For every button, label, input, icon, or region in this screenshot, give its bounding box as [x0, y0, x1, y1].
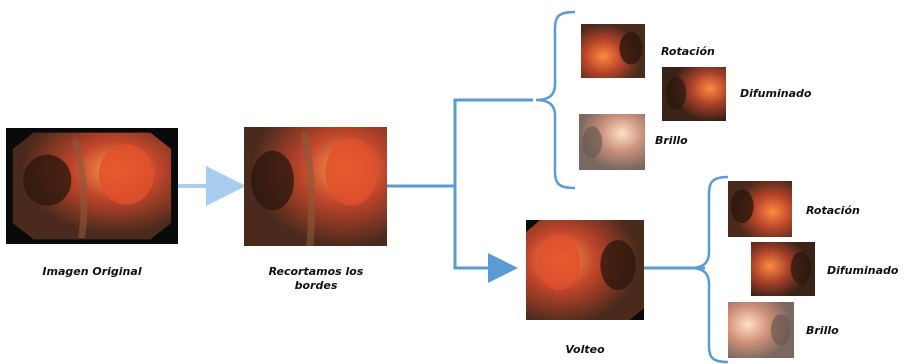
upper-blur-label: Difuminado — [740, 87, 811, 100]
lower-rotation-image — [728, 181, 792, 237]
cropped-label-line2: bordes — [295, 279, 338, 292]
curly-brace-icon — [536, 12, 575, 188]
lower-blur-label: Difuminado — [827, 264, 898, 277]
connector-to-flip — [455, 186, 512, 268]
lower-rotation-label: Rotación — [806, 204, 860, 217]
lower-brightness-label: Brillo — [806, 324, 839, 337]
cropped-image — [244, 127, 387, 246]
upper-rotation-image — [581, 24, 645, 78]
lower-blur-image — [751, 242, 815, 296]
upper-brightness-image — [579, 114, 645, 170]
curly-brace-icon — [690, 177, 728, 362]
flip-label: Volteo — [565, 343, 604, 356]
connector-split — [386, 100, 533, 186]
upper-brightness-label: Brillo — [655, 134, 688, 147]
upper-blur-image — [662, 67, 726, 121]
lower-brightness-image — [728, 302, 794, 358]
original-label: Imagen Original — [42, 265, 141, 278]
upper-rotation-label: Rotación — [661, 45, 715, 58]
cropped-label-line1: Recortamos los — [269, 265, 364, 278]
original-image — [6, 128, 178, 244]
flip-image — [526, 220, 644, 320]
